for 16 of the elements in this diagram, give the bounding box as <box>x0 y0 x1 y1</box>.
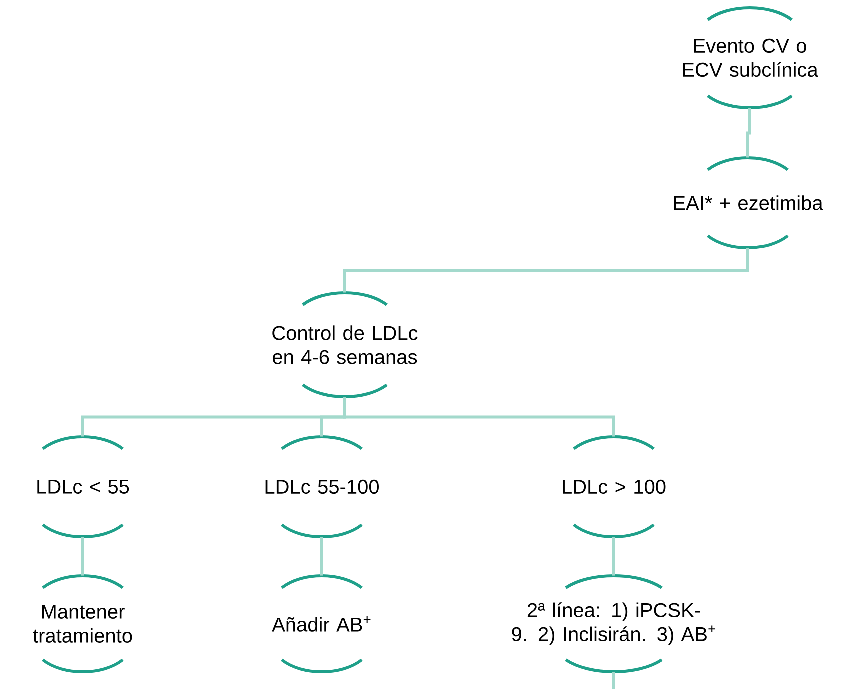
connector-line <box>344 397 616 437</box>
arc-node: LDLc < 55 <box>38 436 130 538</box>
connector-line <box>344 248 750 293</box>
connector-line <box>612 672 616 689</box>
connector-line <box>612 537 616 576</box>
connector-line <box>320 537 324 576</box>
arc-node: LDLc > 100 <box>563 436 666 538</box>
connector-line <box>82 537 84 576</box>
arc-node: Añadir AB$^{+}$ <box>272 574 371 674</box>
arc-node: Control de LDLc en 4-6 semanas <box>272 292 418 398</box>
arc-node: EAI* + ezetimiba <box>674 156 824 250</box>
arc-node: Evento CV o ECV subclínica <box>683 6 818 110</box>
arc-node: LDLc 55-100 <box>266 436 379 538</box>
arc-node: 2ª línea: 1) iPCSK-9. 2) Inclisirán. 3) AB$^{+}$ <box>512 574 716 674</box>
arc-node: Mantener tratamiento <box>33 574 132 674</box>
connector-line <box>746 108 752 158</box>
